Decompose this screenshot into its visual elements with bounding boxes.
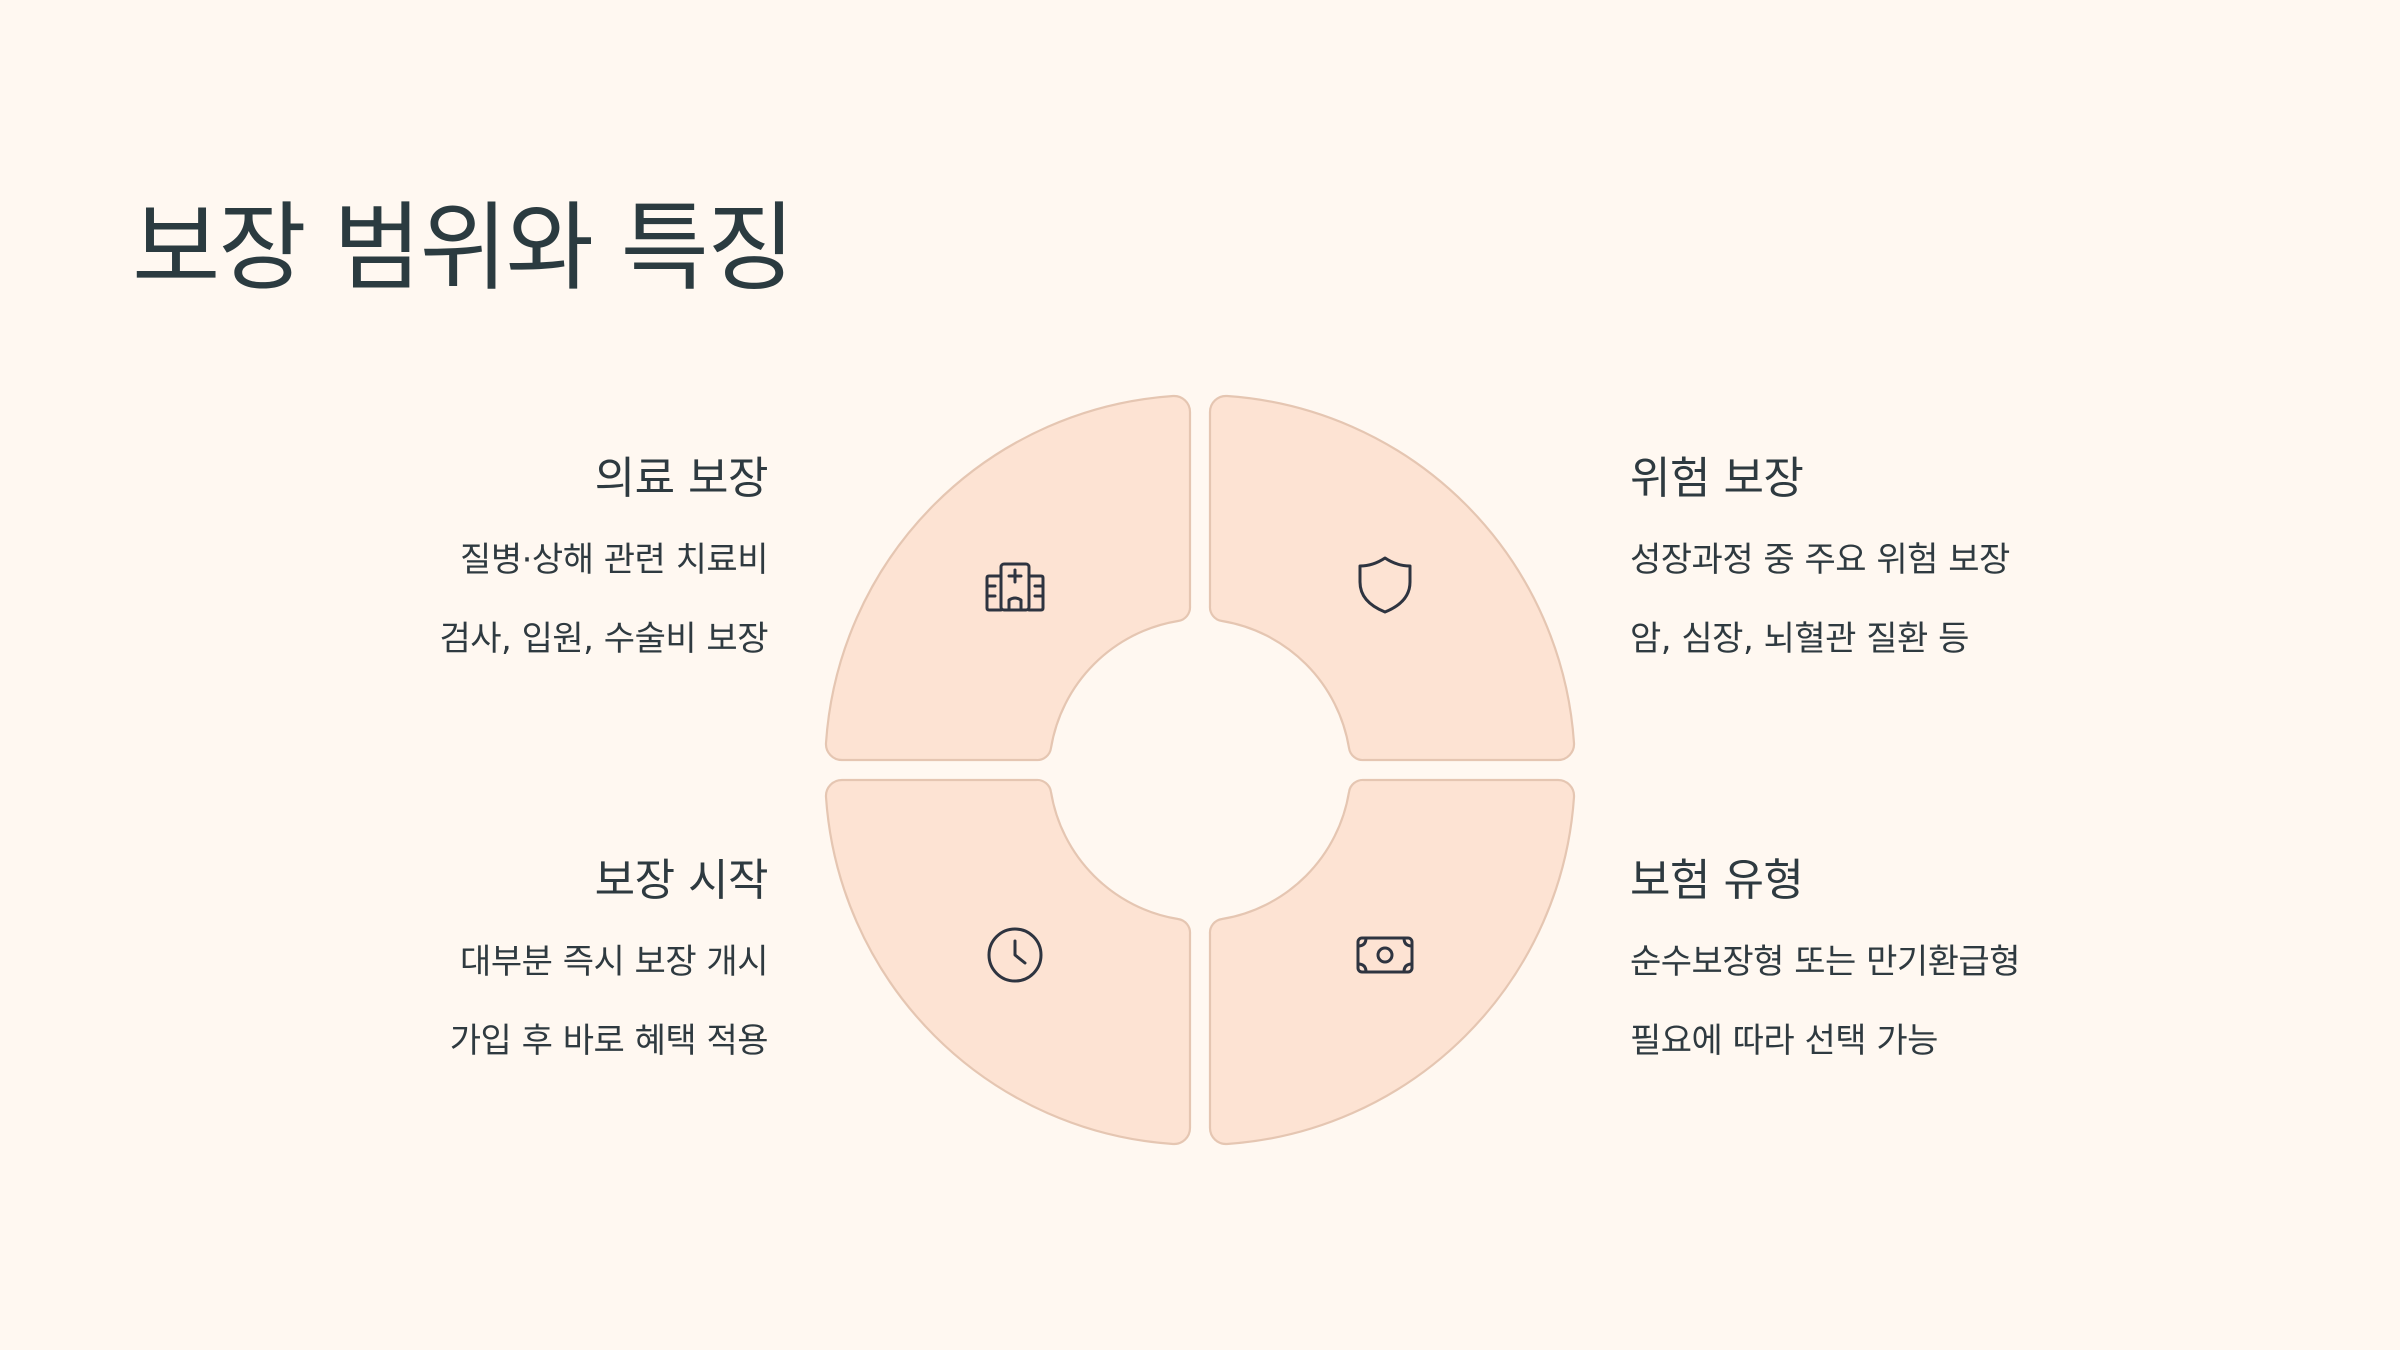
- section-medical: 의료 보장 질병·상해 관련 치료비 검사, 입원, 수술비 보장: [208, 453, 768, 659]
- section-start: 보장 시작 대부분 즉시 보장 개시 가입 후 바로 혜택 적용: [208, 855, 769, 1061]
- banknote-icon: [1356, 936, 1414, 974]
- section-heading: 보험 유형: [1630, 855, 1804, 906]
- section-line: 성장과정 중 주요 위험 보장: [1630, 539, 2010, 580]
- section-line: 검사, 입원, 수술비 보장: [439, 618, 768, 659]
- section-risk: 위험 보장 성장과정 중 주요 위험 보장 암, 심장, 뇌혈관 질환 등: [1630, 453, 2190, 659]
- section-type: 보험 유형 순수보장형 또는 만기환급형 필요에 따라 선택 가능: [1630, 855, 2190, 1061]
- quadrant-type[interactable]: [1208, 778, 1576, 1146]
- section-line: 질병·상해 관련 치료비: [460, 539, 768, 580]
- section-line: 순수보장형 또는 만기환급형: [1630, 941, 2020, 982]
- quadrant-medical[interactable]: [824, 394, 1192, 762]
- section-heading: 위험 보장: [1630, 453, 1804, 504]
- shield-icon: [1358, 556, 1412, 614]
- section-line: 가입 후 바로 혜택 적용: [449, 1020, 769, 1061]
- section-heading: 의료 보장: [594, 453, 769, 504]
- quadrant-risk[interactable]: [1208, 394, 1576, 762]
- section-line: 대부분 즉시 보장 개시: [460, 941, 768, 982]
- quadrant-start[interactable]: [824, 778, 1192, 1146]
- hospital-icon: [985, 562, 1045, 612]
- section-heading: 보장 시작: [594, 855, 769, 906]
- section-line: 암, 심장, 뇌혈관 질환 등: [1630, 618, 1969, 659]
- clock-icon: [987, 927, 1043, 983]
- page-title: 보장 범위와 특징: [132, 192, 795, 304]
- section-line: 필요에 따라 선택 가능: [1630, 1020, 1938, 1061]
